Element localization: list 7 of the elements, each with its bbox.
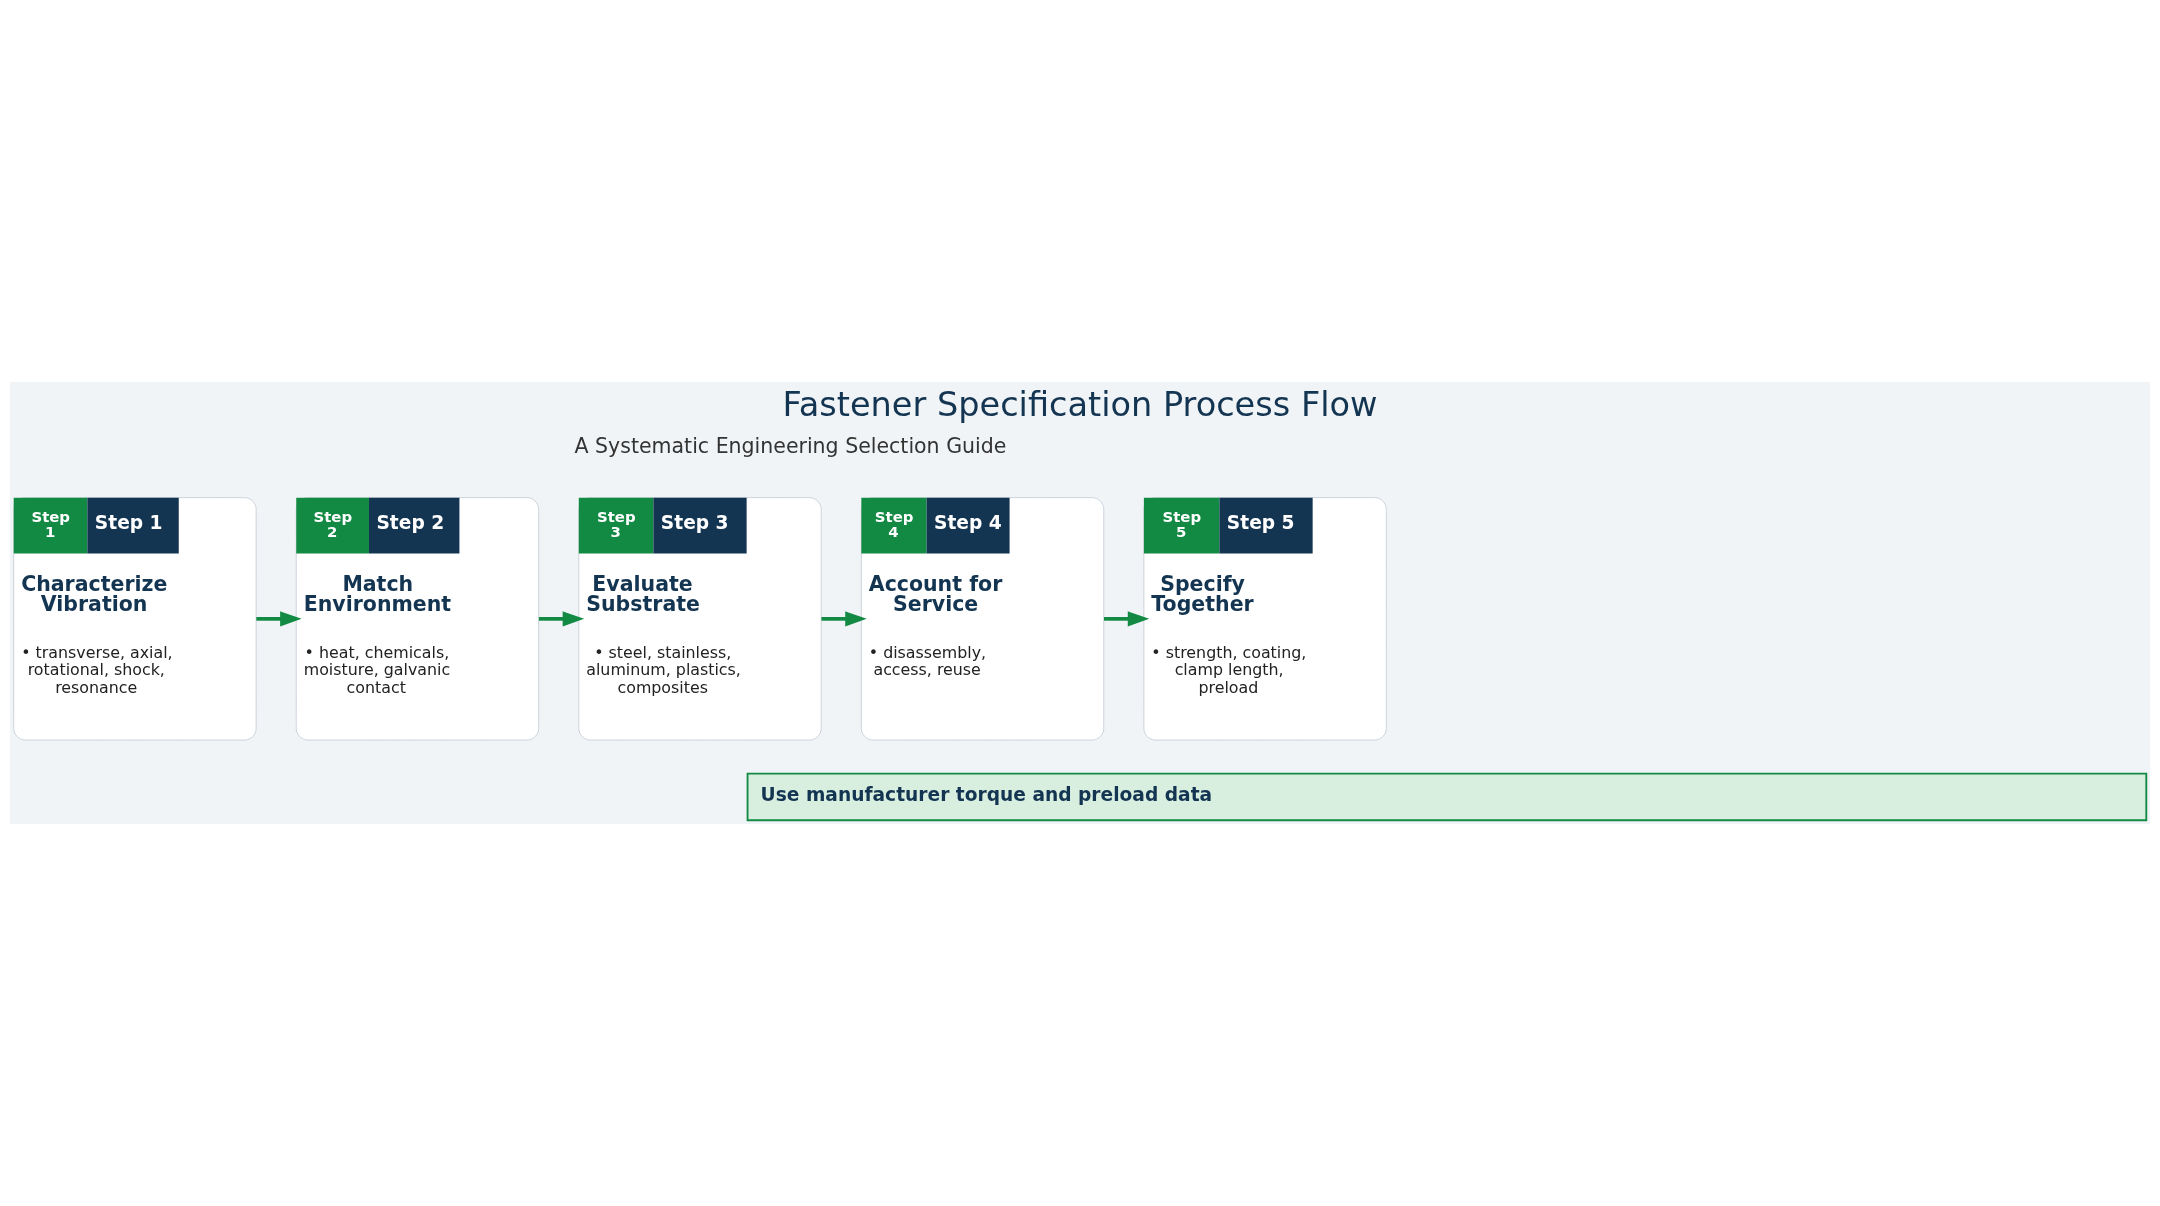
diagram-title: Fastener Specification Process Flow bbox=[782, 385, 1378, 425]
arrow bbox=[821, 611, 867, 627]
arrow bbox=[538, 611, 585, 627]
node-box: Use manufacturer torque and preload data bbox=[746, 772, 2148, 822]
label: A Systematic Engineering Selection Guide bbox=[574, 433, 1007, 458]
arrow bbox=[1103, 611, 1150, 627]
arrow bbox=[256, 611, 302, 627]
